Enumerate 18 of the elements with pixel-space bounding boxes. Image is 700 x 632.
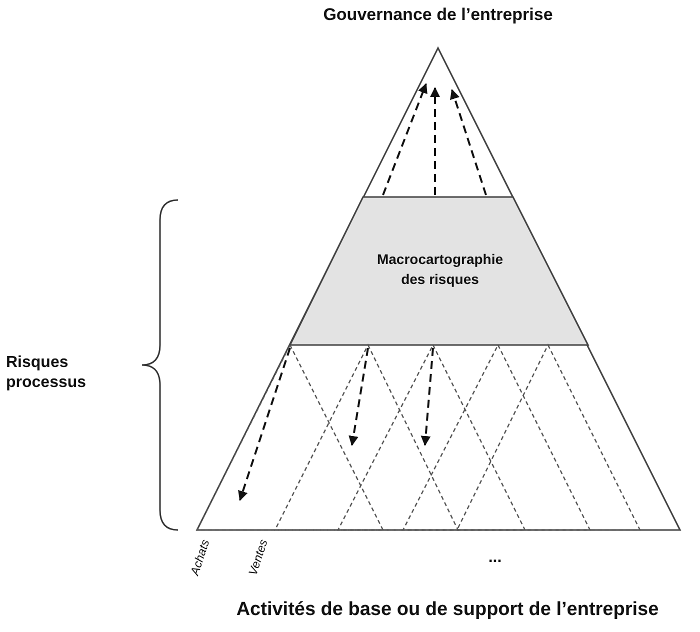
pyramid-outline (197, 48, 680, 530)
heading: Gouvernance de l’entreprise (322, 4, 554, 26)
dashed-triangle (338, 345, 525, 530)
band-text: Macrocartographie des risques (376, 250, 504, 289)
dashed-triangle (275, 345, 458, 530)
dashed-arrow (420, 348, 434, 446)
ellipsis: ... (487, 548, 503, 568)
dashed-arrow (430, 87, 440, 195)
dashed-triangle (197, 345, 383, 530)
side-label: Risques processus (6, 353, 88, 393)
base-heading: Activités de base ou de support de l’entreprise (235, 598, 660, 622)
dashed-arrow (450, 89, 487, 196)
column-label: Ventes (246, 538, 272, 578)
risk-map-band (290, 197, 588, 345)
dashed-triangle (403, 345, 590, 530)
dashed-triangle (457, 345, 640, 530)
column-label: Achats (188, 538, 214, 578)
dashed-arrow (382, 83, 428, 196)
